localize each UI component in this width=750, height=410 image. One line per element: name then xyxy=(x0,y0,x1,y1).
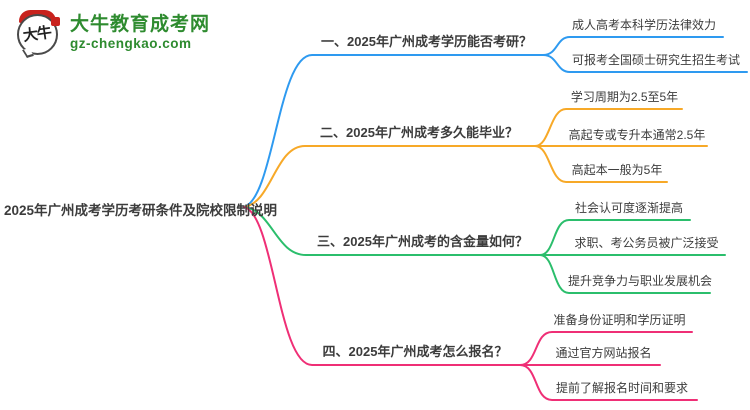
branch-4-child-1-label: 准备身份证明和学历证明 xyxy=(553,313,686,327)
site-name: 大牛教育成考网 xyxy=(70,14,211,36)
branch-2-trunk-line xyxy=(243,145,536,208)
branch-4-label: 四、2025年广州成考怎么报名？ xyxy=(322,344,508,359)
branch-3-child-2-label: 求职、考公务员被广泛接受 xyxy=(574,236,719,250)
branch-4-child-2-label: 通过官方网站报名 xyxy=(555,346,652,360)
logo-bull-badge-icon: 大牛 xyxy=(16,10,62,58)
site-domain: gz-chengkao.com xyxy=(70,36,192,52)
branch-2-child-2-label: 高起专或专升本通常2.5年 xyxy=(568,128,706,142)
site-logo: 大牛 大牛教育成考网 gz-chengkao.com xyxy=(16,10,210,58)
logo-text-block: 大牛教育成考网 gz-chengkao.com xyxy=(70,14,210,51)
logo-red-seal-icon xyxy=(51,17,60,26)
branch-2-label: 二、2025年广州成考多久能毕业？ xyxy=(320,125,518,140)
branch-3-child-3-label: 提升竞争力与职业发展机会 xyxy=(568,274,713,288)
branch-2-child-3-label: 高起本一般为5年 xyxy=(571,163,663,177)
branch-1-child-2-label: 可报考全国硕士研究生招生考试 xyxy=(571,53,740,67)
branch-3-label: 三、2025年广州成考的含金量如何？ xyxy=(317,234,528,249)
branch-1-label: 一、2025年广州成考学历能否考研？ xyxy=(321,34,532,49)
branch-1-child-1-label: 成人高考本科学历法律效力 xyxy=(571,18,716,32)
branch-4-child-3-label: 提前了解报名时间和要求 xyxy=(555,381,688,395)
branch-2-child-1-label: 学习周期为2.5至5年 xyxy=(570,90,679,104)
root-node-label: 2025年广州成考学历考研条件及院校限制说明 xyxy=(4,203,278,218)
logo-mark-text: 大牛 xyxy=(22,23,53,45)
branch-3-child-1-label: 社会认可度逐渐提高 xyxy=(574,201,683,215)
